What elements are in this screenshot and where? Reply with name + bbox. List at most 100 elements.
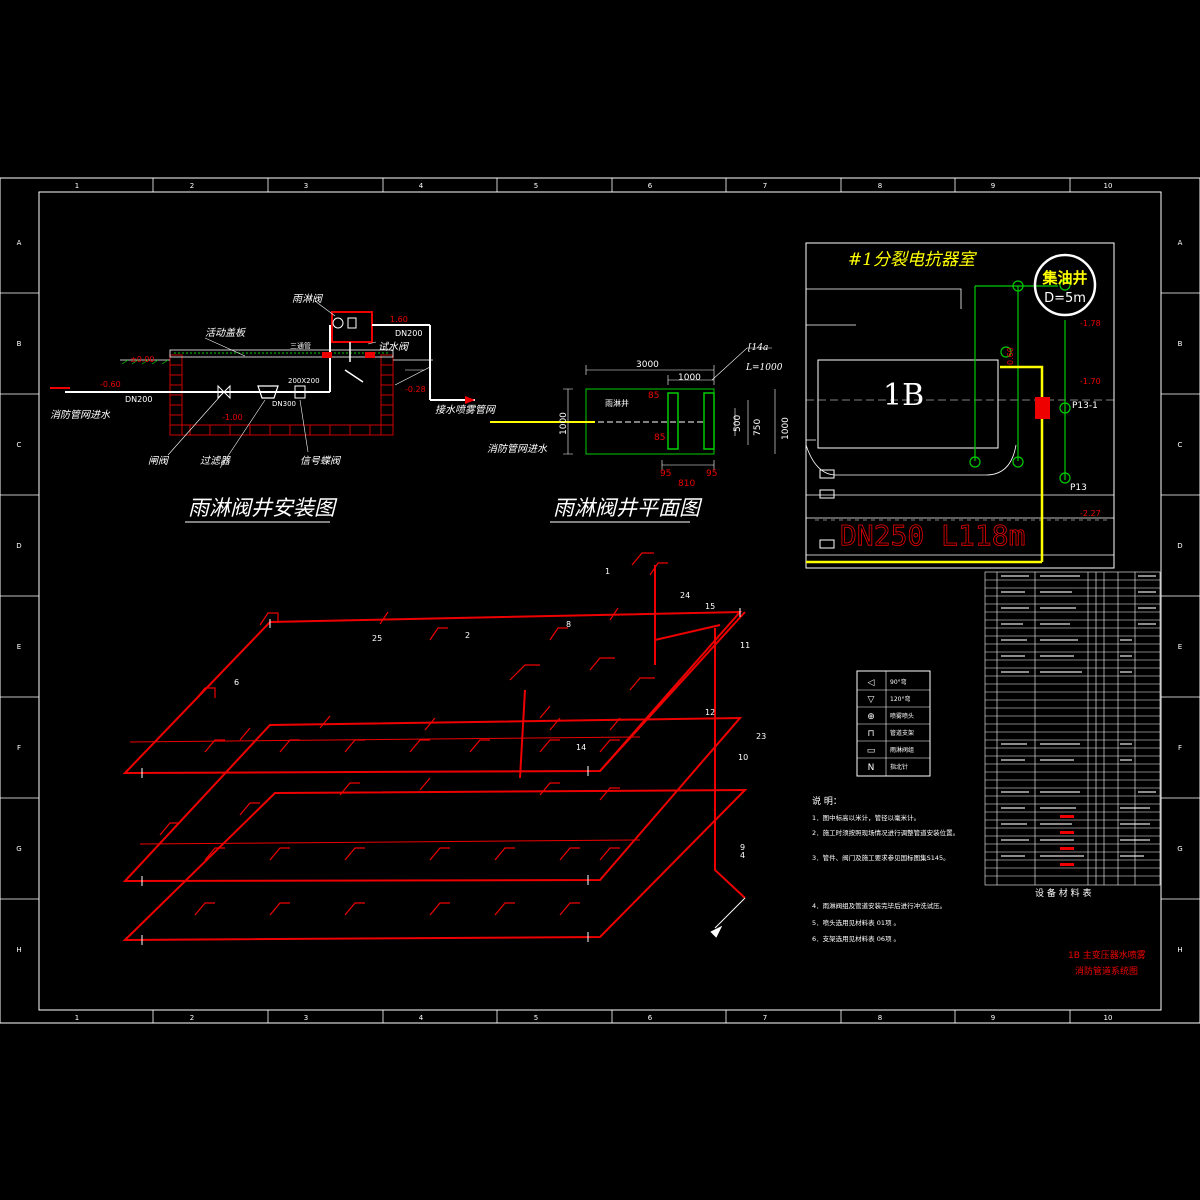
- isometric-system: [122, 552, 748, 945]
- install-drawing: 活动盖板 雨淋阀 试水阀 闸阀 过滤器 信号蝶阀 消防管网进水 接水喷雾管网 三…: [50, 293, 497, 523]
- row-label: H: [1177, 946, 1182, 954]
- col-label: 3: [304, 1014, 308, 1022]
- col-label: 10: [1104, 1014, 1113, 1022]
- unit-label: 1B: [883, 378, 924, 413]
- dn200-left-label: DN200: [125, 395, 152, 404]
- sheet-border: [0, 177, 1200, 1024]
- pit-walls: [169, 354, 394, 436]
- signal-valve-symbol: [294, 385, 306, 399]
- col-label: 3: [304, 182, 308, 190]
- row-label: E: [1178, 643, 1182, 651]
- dim-750: 750: [753, 419, 763, 436]
- legend-table: [856, 670, 931, 777]
- pipe-level-2: [122, 716, 743, 883]
- row-label: A: [17, 239, 22, 247]
- iso-tag: 12: [705, 708, 715, 717]
- col-label: 5: [534, 1014, 538, 1022]
- well-label: 雨淋井: [605, 398, 629, 408]
- iso-tag: 8: [566, 620, 571, 629]
- row-label: C: [17, 441, 22, 449]
- elevation-170: -1.70: [1080, 377, 1101, 386]
- column-labels-top: 1 2 3 4 5 6 7 8 9 10: [75, 182, 1113, 190]
- gauge-icon: [332, 317, 344, 329]
- col-label: 2: [190, 182, 194, 190]
- col-label: 1: [75, 1014, 79, 1022]
- col-label: 1: [75, 182, 79, 190]
- row-label: D: [1177, 542, 1182, 550]
- dim-1000-top: 1000: [678, 373, 701, 383]
- note-item: 6．支架选用见材料表 06项 。: [812, 934, 900, 943]
- legend-desc: 雨淋阀组: [890, 746, 914, 754]
- legend-symbol: ▽: [868, 695, 875, 705]
- plan-inlet-label: 消防管网进水: [487, 443, 548, 455]
- materials-caption: 设 备 材 料 表: [1035, 887, 1091, 899]
- iso-tag: 23: [756, 732, 766, 741]
- dim-3000: 3000: [636, 360, 659, 370]
- channel-length-label: L=1000: [745, 363, 783, 373]
- legend-symbol: ⊓: [867, 729, 874, 739]
- site-frame: [805, 242, 1115, 569]
- iso-tag: 9: [740, 843, 745, 852]
- materials-red-marks: [1060, 815, 1074, 866]
- elevation-100: -1.00: [222, 413, 243, 422]
- notes-block: 说 明： 1．图中标高以米计，管径以毫米计。 2．施工时须按照现场情况进行调整管…: [812, 795, 959, 943]
- note-item: 4．雨淋阀组及管道安装完毕后进行冲洗试压。: [812, 901, 946, 910]
- dn300-label: DN300: [272, 400, 296, 408]
- channel-label: [14a: [748, 343, 768, 353]
- cover-slab: [169, 349, 394, 358]
- col-label: 8: [878, 182, 882, 190]
- site-plan: 集油井 D=5m #1分裂电抗器室 1B DN250 L118m P13-1 P…: [805, 242, 1115, 569]
- dim-95b: 95: [706, 469, 717, 479]
- test-valve-label: 试水阀: [378, 341, 410, 353]
- iso-tag: 2: [465, 631, 470, 640]
- iso-tag: 11: [740, 641, 750, 650]
- plan-drawing: 雨淋井 [14a L=1000 3000 1000 1000 500 750 1…: [487, 343, 791, 523]
- col-label: 6: [648, 182, 653, 190]
- dim-500: 500: [733, 415, 743, 432]
- green-pipes: [969, 279, 1071, 484]
- iso-tag: 14: [576, 743, 586, 752]
- oil-well-diameter: D=5m: [1044, 291, 1086, 306]
- col-label: 4: [419, 1014, 424, 1022]
- iso-tag: 24: [680, 591, 690, 600]
- row-label: B: [17, 340, 22, 348]
- iso-tag: 25: [372, 634, 382, 643]
- dim-95a: 95: [660, 469, 671, 479]
- row-labels: A B C D E F G H A B C D E F G H: [16, 239, 1182, 954]
- note-item: 1．图中标高以米计，管径以毫米计。: [812, 813, 920, 822]
- elevation-028: -0.28: [405, 385, 426, 394]
- iso-tag: 6: [234, 678, 239, 687]
- pipe-level-3: [122, 788, 748, 942]
- col-label: 9: [991, 1014, 995, 1022]
- note-item: 3．管件、阀门及施工要求参见国标图集S145。: [812, 853, 950, 862]
- dim-85b: 85: [654, 433, 665, 443]
- note-item: 5．喷头选用见材料表 01项 。: [812, 918, 900, 927]
- dim-1000-left: 1000: [559, 412, 569, 435]
- deluge-valve-label: 雨淋阀: [292, 293, 324, 305]
- nozzle-drops: [159, 552, 668, 916]
- legend-symbol: ⊕: [867, 712, 875, 722]
- col-label: 2: [190, 1014, 194, 1022]
- elevation-000: ±0.00: [130, 355, 155, 364]
- inlet-label: 消防管网进水: [50, 409, 111, 421]
- row-label: F: [1178, 744, 1182, 752]
- gate-valve-symbol: [217, 384, 231, 400]
- legend-desc: 喷雾喷头: [890, 712, 914, 720]
- iso-tags: 1 2 4 6 8 9 10 11 12 14 15 23 24 25: [234, 567, 766, 860]
- title-line-2: 消防管道系统图: [1075, 965, 1138, 977]
- dn200x200-label: 200X200: [288, 377, 320, 385]
- title-line-1: 1B 主变压器水喷雾: [1068, 949, 1146, 961]
- elevation-227: -2.27: [1080, 509, 1101, 518]
- dim-1000-right: 1000: [781, 417, 791, 440]
- dim-810: 810: [678, 479, 695, 489]
- elevation-060: -0.60: [100, 380, 121, 389]
- three-way-label: 三通管: [290, 341, 311, 350]
- col-label: 7: [763, 1014, 767, 1022]
- row-label: H: [16, 946, 21, 954]
- yellow-pipe: [806, 365, 1044, 564]
- row-label: G: [1177, 845, 1182, 853]
- legend-symbol: ▭: [867, 746, 876, 756]
- pipe-label: DN250 L118m: [840, 519, 1025, 552]
- row-label: F: [17, 744, 21, 752]
